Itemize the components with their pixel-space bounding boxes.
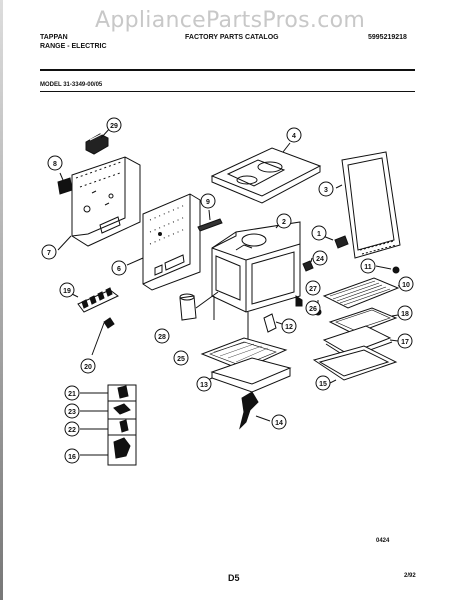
part-control-bar	[71, 287, 119, 313]
callout-label: 3	[324, 187, 328, 194]
callout-label: 21	[68, 391, 76, 398]
callout-label: 2	[282, 219, 286, 226]
model-rule	[40, 91, 415, 92]
callout-label: 12	[285, 324, 293, 331]
callout-14	[271, 414, 287, 430]
part-element	[179, 291, 219, 321]
callouts	[41, 117, 414, 464]
callout-12	[281, 318, 297, 334]
part-upper-back-panel	[126, 193, 201, 291]
scan-edge	[0, 0, 3, 600]
callout-label: 25	[177, 356, 185, 363]
parts-box	[80, 384, 137, 466]
callout-15	[315, 375, 331, 391]
callout-4	[286, 127, 302, 143]
part-broil-insert	[328, 307, 399, 335]
callout-27	[305, 280, 321, 296]
callout-20	[80, 358, 96, 374]
callout-18	[397, 305, 413, 321]
callout-19	[59, 282, 75, 298]
callout-7	[41, 244, 57, 260]
part-drawer	[207, 357, 292, 393]
callout-17	[397, 333, 413, 349]
part-oven-body	[211, 220, 303, 340]
callout-29	[106, 117, 122, 133]
callout-9	[200, 193, 216, 209]
callout-23	[64, 403, 80, 419]
part-switch	[322, 235, 349, 249]
part-small-knob	[91, 317, 115, 356]
revision-date: 2/92	[404, 573, 416, 579]
watermark: AppliancePartsPros.com	[95, 8, 366, 33]
callout-28	[154, 328, 170, 344]
callout-24	[312, 250, 328, 266]
callout-label: 7	[47, 250, 51, 257]
brand-label: TAPPAN	[40, 34, 68, 41]
part-oven-rack	[322, 277, 405, 309]
part-drawer-base	[200, 337, 288, 371]
callout-1	[311, 225, 327, 241]
callout-label: 28	[158, 334, 166, 341]
header-rule	[40, 69, 415, 71]
part-clip	[375, 265, 400, 274]
callout-8	[47, 155, 63, 171]
callout-label: 14	[275, 420, 283, 427]
part-oven-door	[335, 151, 401, 259]
part-leveler	[263, 313, 283, 333]
callout-label: 27	[309, 286, 317, 293]
callout-label: 16	[68, 454, 76, 461]
callout-label: 1	[317, 231, 321, 238]
part-cooktop	[210, 142, 322, 204]
callout-11	[360, 258, 376, 274]
callout-label: 11	[364, 264, 372, 271]
callout-16	[64, 448, 80, 464]
callout-25	[173, 350, 189, 366]
callout-label: 4	[292, 133, 296, 140]
catalog-title: FACTORY PARTS CATALOG	[185, 34, 279, 41]
callout-label: 18	[401, 311, 409, 318]
callout-label: 15	[319, 381, 327, 388]
callout-13	[196, 376, 212, 392]
callout-label: 20	[84, 364, 92, 371]
part-hinge	[239, 391, 271, 430]
callout-3	[318, 181, 334, 197]
callout-6	[111, 260, 127, 276]
callout-label: 6	[117, 266, 121, 273]
callout-10	[398, 276, 414, 292]
callout-label: 24	[316, 256, 324, 263]
callout-label: 23	[68, 409, 76, 416]
part-terminal-block	[85, 126, 112, 155]
callout-label: 19	[63, 288, 71, 295]
callout-2	[276, 213, 292, 229]
diagram-code: 0424	[376, 538, 390, 544]
callout-label: 10	[402, 282, 410, 289]
callout-label: 17	[401, 339, 409, 346]
part-strip	[197, 209, 223, 232]
callout-22	[64, 421, 80, 437]
callout-label: 9	[206, 199, 210, 206]
callout-26	[305, 300, 321, 316]
page-number: D5	[228, 573, 240, 583]
callout-21	[64, 385, 80, 401]
part-bracket-small	[57, 172, 73, 195]
callout-label: 22	[68, 427, 76, 434]
model-label: MODEL 31-3349-00/05	[40, 82, 103, 88]
callout-label: 8	[53, 161, 57, 168]
part-drawer-liner	[312, 345, 398, 384]
callout-label: 26	[309, 306, 317, 313]
callout-label: 29	[110, 123, 118, 130]
product-label: RANGE - ELECTRIC	[40, 43, 107, 50]
part-back-panel	[57, 156, 141, 251]
part-knob	[302, 257, 314, 272]
callout-label: 13	[200, 382, 208, 389]
catalog-number: 5995219218	[368, 34, 407, 41]
